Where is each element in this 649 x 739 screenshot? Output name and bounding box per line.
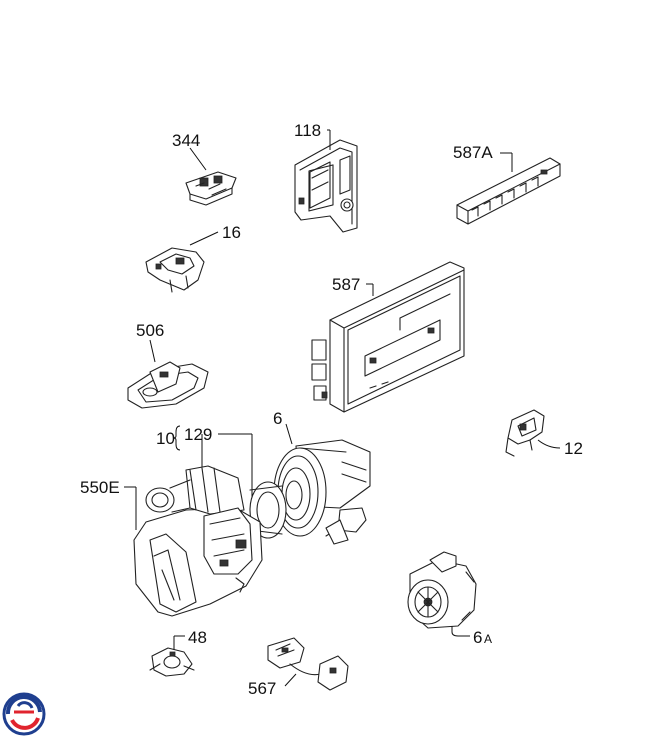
part-587[interactable] (311, 261, 465, 413)
label-118: 118 (294, 121, 321, 140)
label-567: 567 (248, 679, 276, 698)
label-587A: 587A (453, 143, 493, 162)
part-12[interactable] (505, 409, 561, 457)
part-587A[interactable] (456, 152, 561, 225)
label-6A-suffix: A (484, 632, 492, 646)
brand-logo-icon (2, 692, 46, 736)
part-567[interactable] (267, 637, 349, 691)
label-550E: 550E (80, 478, 120, 497)
label-6: 6 (273, 409, 282, 428)
label-344: 344 (172, 131, 200, 150)
part-48[interactable] (149, 635, 195, 677)
part-6A[interactable] (407, 551, 477, 637)
label-48: 48 (188, 628, 207, 647)
label-587: 587 (332, 275, 360, 294)
part-6[interactable] (273, 423, 371, 545)
label-6A-number: 6 (473, 628, 482, 647)
label-506: 506 (136, 321, 164, 340)
part-550E[interactable] (124, 465, 263, 617)
part-118[interactable] (294, 129, 358, 233)
label-12: 12 (564, 439, 583, 458)
label-129: 129 (184, 425, 212, 444)
part-16[interactable] (145, 231, 219, 293)
part-344[interactable] (185, 147, 237, 206)
part-506[interactable] (127, 339, 209, 409)
label-16: 16 (222, 223, 241, 242)
label-10: 10 (156, 429, 175, 448)
